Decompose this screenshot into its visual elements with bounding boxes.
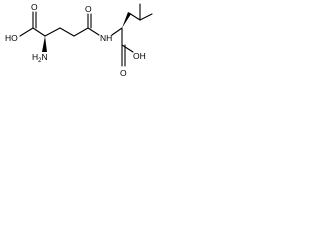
amide-o-label: O	[85, 4, 92, 14]
amide-nh-label: NH	[100, 33, 112, 43]
acid-left-oh-label: HO	[5, 33, 18, 43]
bond-amide-c-n	[87, 27, 100, 36]
amine-h-label: H2N	[32, 52, 48, 64]
amine-sub: 2	[38, 58, 42, 64]
bond-sidechain-ch2-to-ch	[128, 12, 141, 21]
bond-ch2-2-to-amide-c	[73, 27, 89, 37]
bond-ch2-1-to-ch2-2	[59, 27, 75, 37]
wedge-bond-amine	[42, 36, 47, 52]
amine-n: N	[41, 52, 47, 62]
amine-h: H	[32, 52, 38, 62]
bond-ch-to-ch3-a	[139, 13, 153, 21]
acid-right-o-label: O	[120, 68, 127, 78]
wedge-bond-side-chain	[122, 12, 131, 28]
bond-alpha-to-acid-left	[32, 27, 46, 37]
bond-acid-left-c-oh	[19, 27, 34, 37]
acid-right-oh-label: OH	[133, 51, 146, 61]
bond-alpha-to-ch2-1	[44, 27, 61, 37]
acid-left-o-label: O	[31, 2, 38, 12]
bond-n-to-leucine-alpha	[111, 27, 123, 36]
chemical-structure-diagram: O HO H2N O NH OH O	[5, 2, 153, 78]
bond-acid-right-c-oh	[121, 44, 134, 53]
